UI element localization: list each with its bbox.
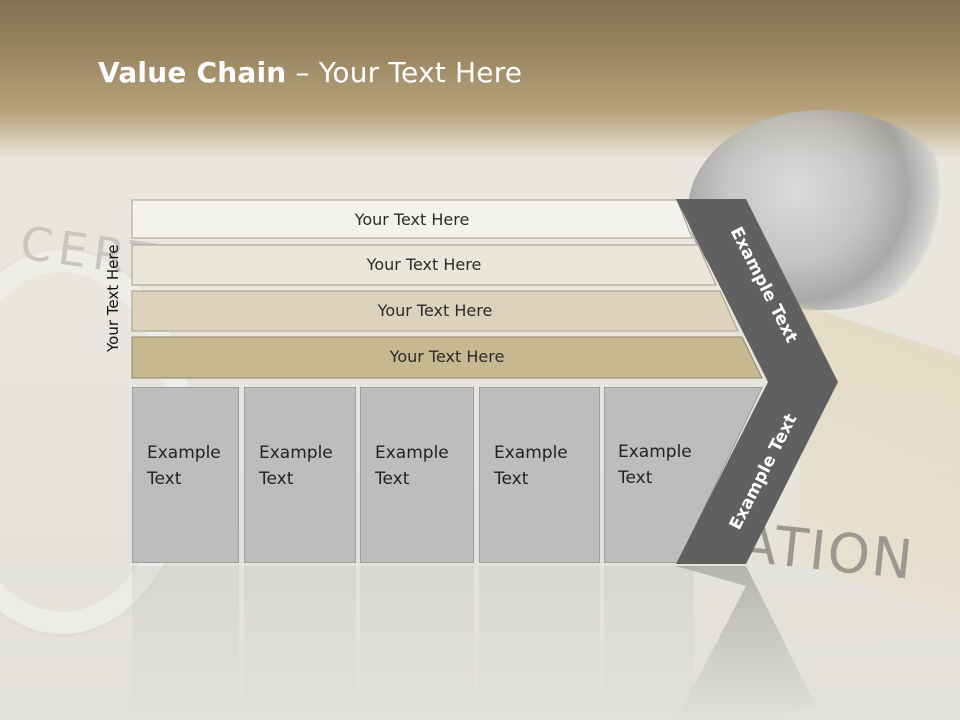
reflection	[132, 566, 239, 720]
chevron-reflection	[676, 566, 816, 720]
box-text-line1: Example	[375, 443, 449, 463]
row-2: Your Text Here	[131, 244, 717, 286]
slide-title: Value Chain – Your Text Here	[98, 56, 522, 89]
reflection	[244, 566, 356, 720]
box-text-line1: Example	[147, 443, 221, 463]
example-box-2: Example Text	[244, 387, 356, 563]
example-box-1: Example Text	[132, 387, 239, 563]
box-text-line2: Text	[375, 469, 410, 489]
example-box-3: Example Text	[360, 387, 474, 563]
row-1: Your Text Here	[131, 199, 693, 239]
row-label: Your Text Here	[377, 300, 493, 320]
example-box-4: Example Text	[479, 387, 600, 563]
chevron-arrow	[676, 199, 838, 564]
title-bold: Value Chain	[98, 56, 287, 89]
row-label: Your Text Here	[389, 346, 505, 366]
reflection	[360, 566, 474, 720]
title-rest: – Your Text Here	[286, 56, 523, 89]
side-label: Your Text Here	[104, 244, 122, 352]
row-label: Your Text Here	[354, 209, 470, 229]
example-box-5: Example Text	[618, 439, 692, 491]
box-text-line2: Text	[147, 469, 182, 489]
reflection	[604, 566, 694, 720]
reflection	[479, 566, 600, 720]
box-text-line1: Example	[618, 442, 692, 462]
box-text-line2: Text	[259, 469, 294, 489]
row-4: Your Text Here	[131, 336, 763, 379]
box-text-line2: Text	[618, 468, 653, 488]
row-3: Your Text Here	[131, 290, 739, 332]
row-label: Your Text Here	[366, 254, 482, 274]
box-text-line1: Example	[494, 443, 568, 463]
box-text-line1: Example	[259, 443, 333, 463]
box-text-line2: Text	[494, 469, 529, 489]
